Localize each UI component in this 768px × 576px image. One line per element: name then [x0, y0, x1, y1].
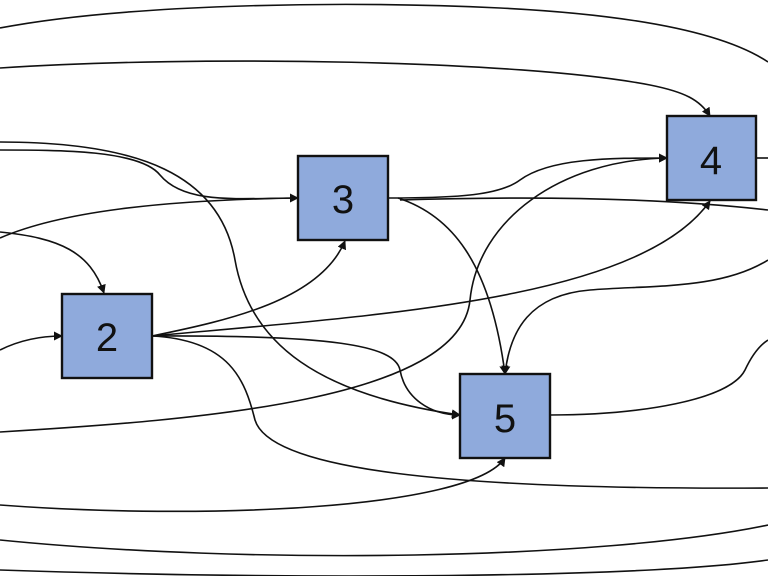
edge-2-to-4 [151, 200, 711, 337]
edge-bottom-arc-2 [0, 559, 768, 576]
edge-offscreen-to-5-long [0, 141, 461, 419]
edge-3-to-5 [397, 197, 509, 375]
edge-offscreen-to-4 [0, 60, 711, 117]
node-4[interactable]: 4 [665, 114, 758, 202]
edge-offscreen-to-3-b [0, 197, 299, 239]
edge-2-to-5 [151, 335, 461, 420]
edge-offscreen-to-2-left [0, 331, 63, 351]
edge-offscreen-to-5-bottom [0, 457, 506, 513]
edge-offscreen-to-4-curve [0, 153, 668, 433]
node-5[interactable]: 5 [458, 372, 552, 460]
edge-group [0, 3, 768, 576]
node-2[interactable]: 2 [60, 292, 154, 380]
edge-offscreen-to-3 [0, 149, 299, 203]
edge-2-to-3 [151, 240, 346, 337]
node-4-label: 4 [700, 139, 722, 183]
edge-3-to-right [399, 197, 768, 211]
node-5-label: 5 [494, 397, 516, 441]
edge-3-to-4 [387, 153, 668, 199]
edge-right-to-5 [501, 259, 768, 375]
edge-bottom-arc-1 [0, 524, 768, 557]
node-3[interactable]: 3 [296, 154, 390, 242]
edge-5-to-right [549, 339, 768, 416]
edge-offscreen-to-2-top [0, 231, 106, 294]
edge-2-to-right-low [151, 335, 768, 489]
node-3-label: 3 [332, 178, 354, 222]
edge-top-arc [0, 3, 768, 63]
node-2-label: 2 [96, 316, 118, 360]
